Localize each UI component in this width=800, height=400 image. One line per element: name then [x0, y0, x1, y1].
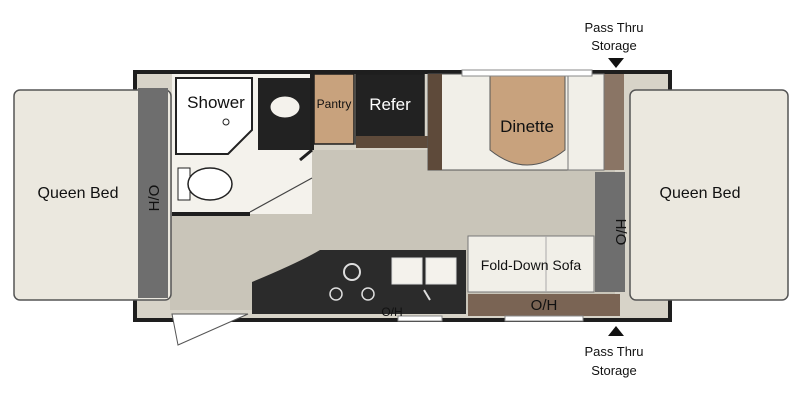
left-ho-cabinet	[138, 88, 168, 298]
shower-stall	[175, 77, 253, 155]
right-ho-cabinet	[595, 172, 625, 292]
right-end-shelf	[604, 74, 624, 170]
faucet	[423, 289, 431, 301]
dinette-bench-right	[567, 73, 605, 171]
label-dinette: Dinette	[500, 117, 554, 136]
toilet-icon	[187, 167, 233, 201]
entry-door	[171, 313, 249, 346]
label-ho-right: H/O	[612, 219, 629, 246]
sink-basin-2	[425, 257, 457, 285]
down-arrow-icon	[608, 58, 624, 68]
stove-burners-icon	[343, 263, 361, 281]
double-sink-icon	[391, 257, 423, 285]
refer-base	[356, 136, 428, 148]
window-top	[461, 69, 593, 77]
label-shower: Shower	[187, 93, 245, 112]
label-storage-bottom: Storage	[591, 363, 637, 378]
right-bed	[629, 89, 789, 301]
label-pass-thru-top: Pass Thru	[584, 20, 643, 35]
burner-3	[361, 287, 375, 301]
label-refer: Refer	[369, 95, 411, 114]
label-queen-bed-left: Queen Bed	[38, 185, 119, 202]
label-fold-down-sofa: Fold-Down Sofa	[481, 257, 582, 273]
dinette-table	[489, 73, 566, 166]
label-oh-kitchen: O/H	[381, 305, 402, 319]
burner-2	[329, 287, 343, 301]
fold-down-sofa	[467, 235, 595, 293]
shower-drain-icon	[222, 118, 230, 126]
label-pantry: Pantry	[317, 97, 352, 111]
label-oh-bottom: O/H	[531, 297, 558, 314]
label-queen-bed-right: Queen Bed	[660, 185, 741, 202]
bathroom-sink-icon	[269, 95, 301, 119]
dinette-bench-left	[428, 74, 442, 170]
label-ho-left: H/O	[146, 185, 163, 212]
label-storage-top: Storage	[591, 38, 637, 53]
bath-door-swing	[249, 177, 313, 213]
overhead-strip-bottom	[468, 294, 620, 316]
left-bed	[13, 89, 172, 301]
pantry	[313, 73, 355, 145]
label-pass-thru-bottom: Pass Thru	[584, 344, 643, 359]
window-bottom-right	[504, 315, 584, 322]
window-bottom-left	[397, 315, 443, 322]
up-arrow-icon	[608, 326, 624, 336]
bath-door	[299, 148, 313, 162]
